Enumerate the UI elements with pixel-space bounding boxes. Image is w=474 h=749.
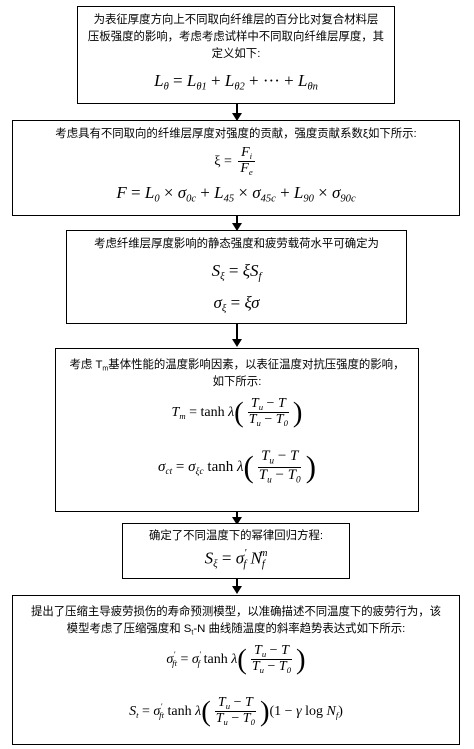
step-5-text-line1: 确定了不同温度下的幂律回归方程: [148, 530, 324, 542]
step-2-text-line1: 考虑具有不同取向的纤维层厚度对强度的贡献，强度贡献系数ξ如下所示: [55, 128, 417, 140]
step-1-formula: Lθ = Lθ1 + Lθ2 + ··· + Lθn [154, 71, 318, 93]
step-3-formula-S: Sξ = ξSf [211, 261, 262, 283]
arrow-4 [232, 512, 242, 525]
arrow-3 [232, 324, 242, 347]
step-1-box: 为表征厚度方向上不同取向纤维层的百分比对复合材料层 压板强度的影响，考虑考虑试样… [77, 6, 395, 104]
step-4-text-line2: 如下所示: [212, 376, 262, 388]
step-2-box: 考虑具有不同取向的纤维层厚度对强度的贡献，强度贡献系数ξ如下所示: ξ = Fi… [12, 120, 460, 216]
step-4-text-line1: 考虑 Tm基体性能的温度影响因素，以表征温度对抗压强度的影响， [56, 357, 418, 377]
step-4-text-c: 基体性能的温度影响因素，以表征温度对抗压强度的影响， [108, 359, 405, 371]
step-6-text-line2: 模型考虑了压缩强度和 St-N 曲线随温度的斜率趋势表达式如下所示: [13, 621, 459, 641]
step-4-box: 考虑 Tm基体性能的温度影响因素，以表征温度对抗压强度的影响， 如下所示: Tm… [55, 348, 419, 512]
step-5-box: 确定了不同温度下的幂律回归方程: Sξ = σ'f Nfm [122, 523, 350, 579]
step-1-text-line3: 定义如下: [211, 48, 261, 60]
step-6-box: 提出了压缩主导疲劳损伤的寿命预测模型，以准确描述不同温度下的疲劳行为，该 模型考… [12, 595, 460, 745]
step-5-formula: Sξ = σ'f Nfm [204, 548, 268, 571]
step-3-box: 考虑纤维层厚度影响的静态强度和疲劳载荷水平可确定为 Sξ = ξSf σξ = … [66, 230, 407, 324]
step-1-text-line2: 压板强度的影响，考虑考虑试样中不同取向纤维层厚度，其 [87, 31, 385, 43]
step-1-text-line1: 为表征厚度方向上不同取向纤维层的百分比对复合材料层 [93, 14, 379, 26]
step-3-text-line1: 考虑纤维层厚度影响的静态强度和疲劳载荷水平可确定为 [94, 238, 379, 250]
arrow-5 [232, 579, 242, 594]
step-4-text-b: m [102, 365, 109, 373]
step-6-text-line1: 提出了压缩主导疲劳损伤的寿命预测模型，以准确描述不同温度下的疲劳行为，该 [30, 606, 442, 618]
step-6-text-c: -N 曲线随温度的斜率趋势表达式如下所示: [193, 623, 406, 635]
step-2-formula-F: F = L0 × σ0c + L45 × σ45c + L90 × σ90c [116, 183, 356, 205]
step-6-text-b: t [191, 629, 194, 637]
step-6-text-a: 模型考虑了压缩强度和 S [66, 623, 192, 635]
step-3-formula-sigma: σξ = ξσ [213, 293, 260, 315]
arrow-2 [232, 216, 242, 231]
step-4-text-a: 考虑 T [69, 359, 103, 371]
arrow-1 [232, 104, 242, 121]
